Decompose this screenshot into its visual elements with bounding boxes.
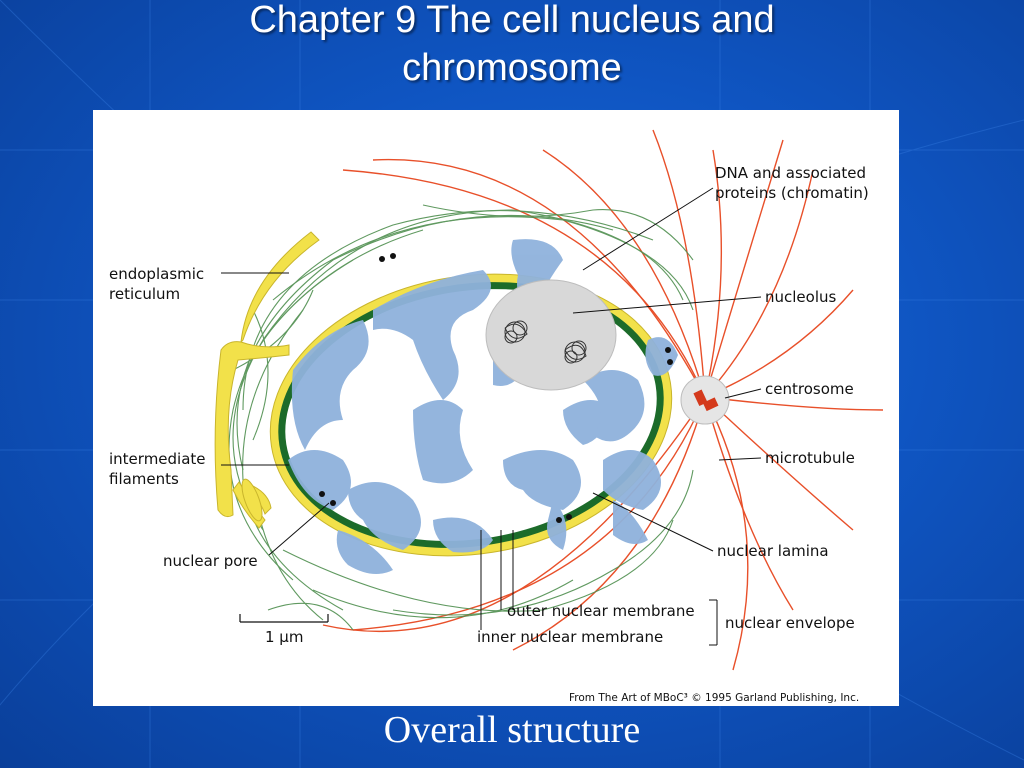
label-nuclear-envelope: nuclear envelope [725, 614, 855, 632]
label-nuclear-lamina: nuclear lamina [717, 542, 829, 560]
slide-title: Chapter 9 The cell nucleus and chromosom… [0, 0, 1024, 92]
microtubules [322, 129, 884, 671]
label-dna-line-2: proteins (chromatin) [715, 184, 869, 202]
scale-bar [239, 614, 329, 623]
title-line-1: Chapter 9 The cell nucleus and [249, 0, 775, 41]
label-er-line-2: reticulum [109, 285, 180, 303]
label-nuclear-pore: nuclear pore [163, 552, 258, 570]
label-outer-nuclear-membrane: outer nuclear membrane [507, 602, 695, 620]
label-inner-nuclear-membrane: inner nuclear membrane [477, 628, 663, 646]
label-er-line-1: endoplasmic [109, 265, 204, 283]
label-nucleolus: nucleolus [765, 288, 837, 306]
slide-caption: Overall structure [383, 709, 641, 751]
centrosome [680, 375, 730, 425]
label-microtubule: microtubule [765, 449, 855, 467]
label-scale: 1 µm [265, 628, 303, 646]
intermediate-filaments [228, 204, 694, 631]
label-if-line-2: filaments [109, 470, 179, 488]
nucleus-illustration: DNA and associated proteins (chromatin) … [109, 129, 884, 704]
label-dna-line-1: DNA and associated [715, 164, 866, 182]
nucleus-diagram: DNA and associated proteins (chromatin) … [93, 110, 899, 706]
leader-lines [221, 187, 762, 646]
nuclear-pores [319, 253, 673, 523]
title-line-2: chromosome [402, 47, 622, 89]
image-credit: From The Art of MBoC³ © 1995 Garland Pub… [569, 692, 859, 704]
nucleolus [485, 279, 617, 391]
label-if-line-1: intermediate [109, 450, 206, 468]
endoplasmic-reticulum [214, 231, 320, 529]
label-centrosome: centrosome [765, 380, 854, 398]
chromatin [288, 239, 678, 574]
